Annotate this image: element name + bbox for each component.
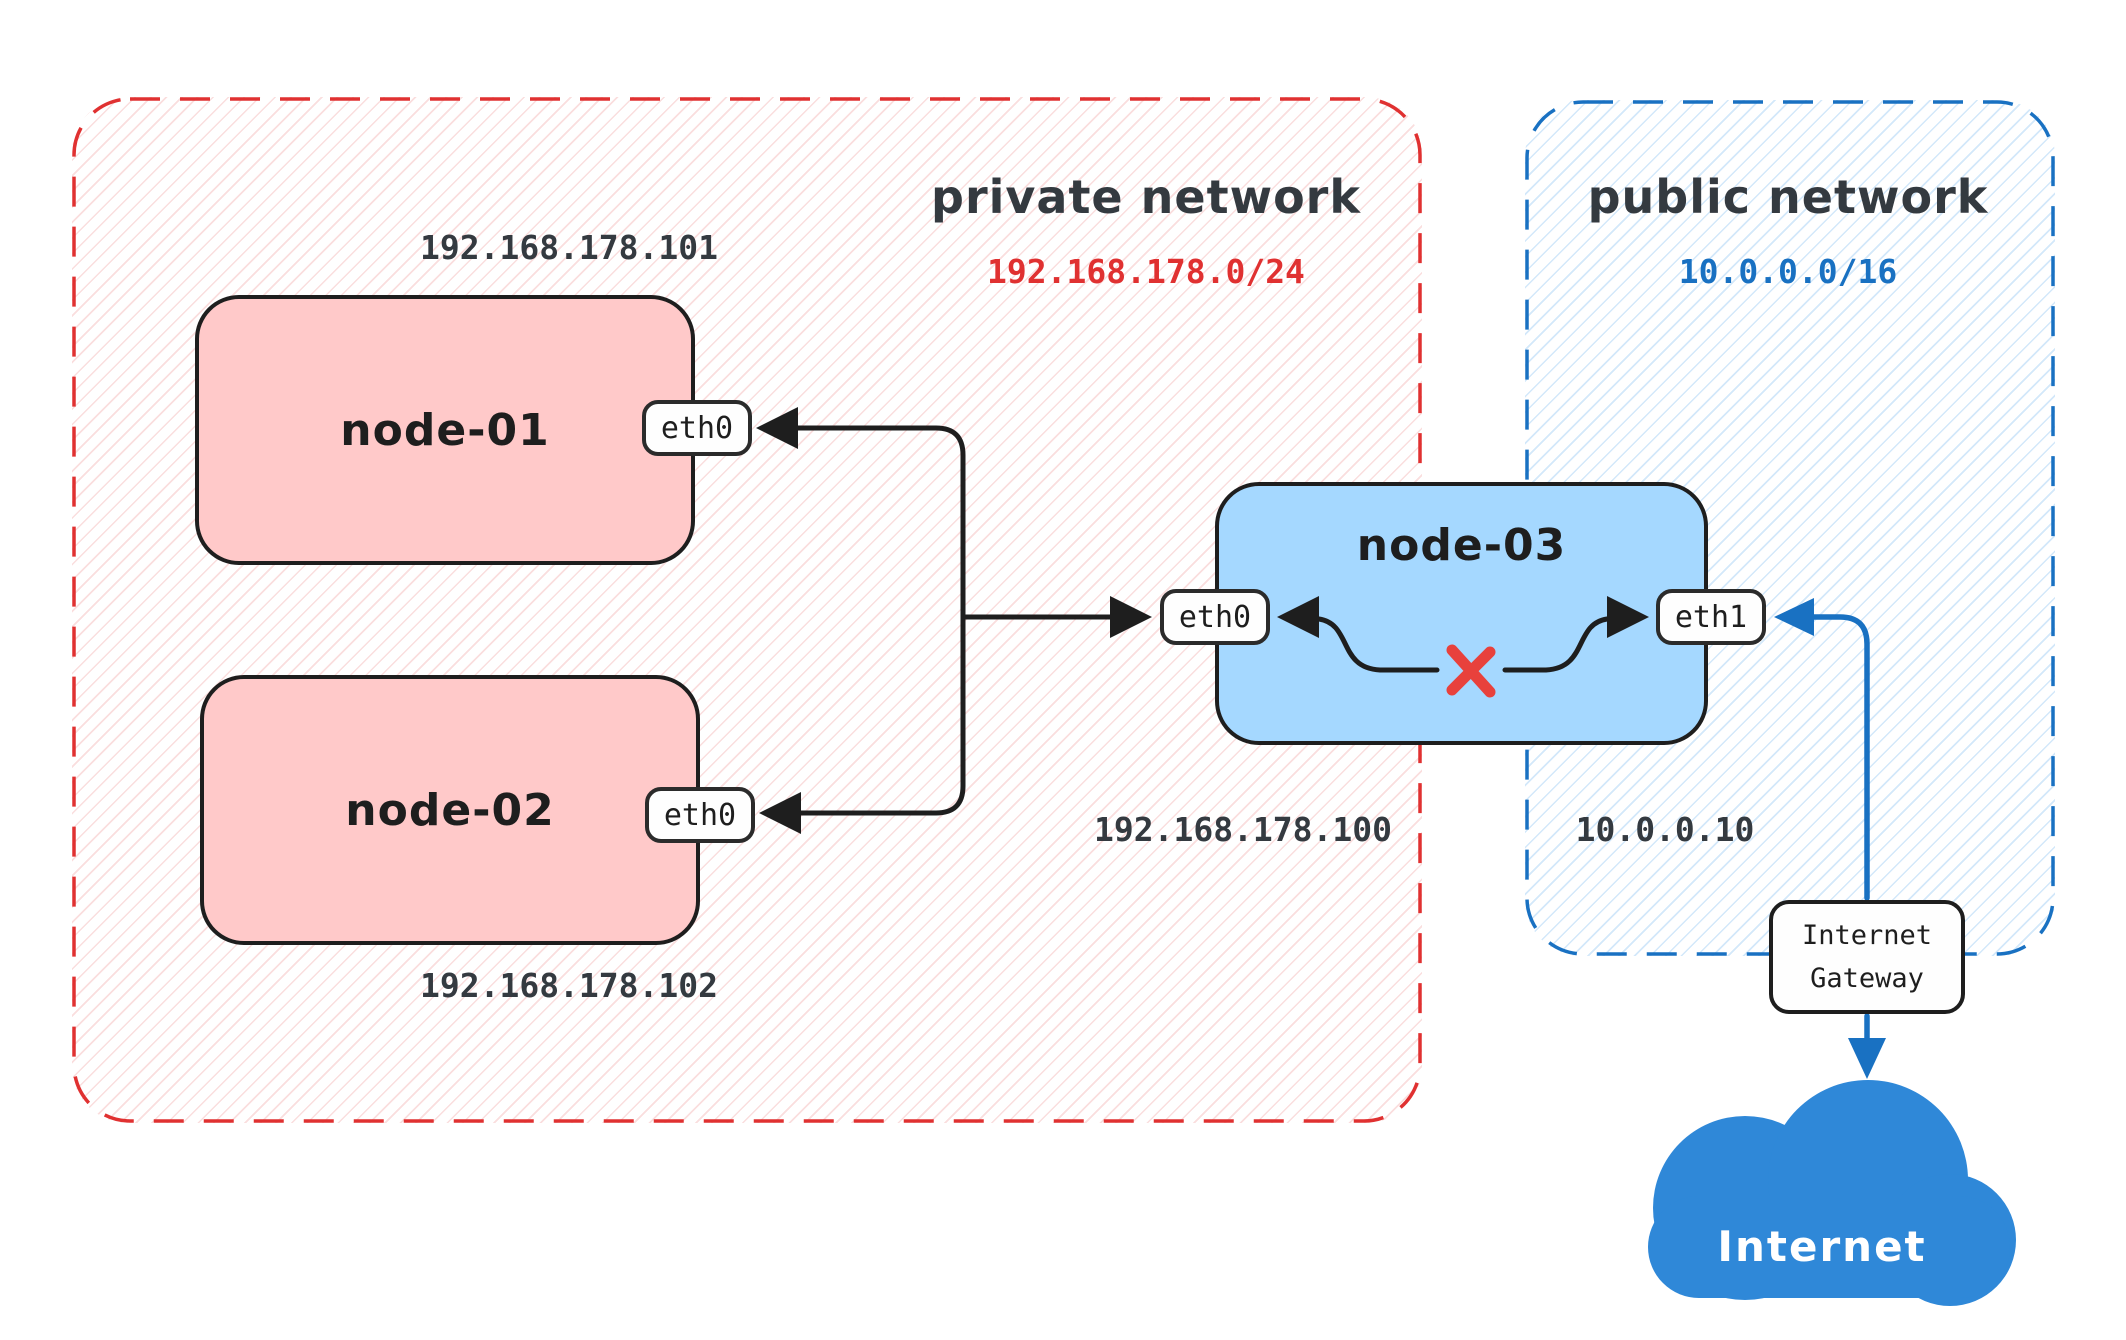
public-network-title: public network xyxy=(1587,170,1989,224)
node-02-label: node-02 xyxy=(345,784,555,836)
internet-gateway-label-line2: Gateway xyxy=(1810,963,1924,994)
internet-gateway-label-line1: Internet xyxy=(1801,920,1933,951)
port-node03-eth1[interactable]: eth1 xyxy=(1656,589,1766,645)
node-01-box[interactable]: node-01 xyxy=(195,295,695,565)
node-01-ip-label: 192.168.178.101 xyxy=(419,228,718,267)
internet-gateway-box[interactable]: Internet Gateway xyxy=(1769,900,1965,1014)
port-node03-eth0[interactable]: eth0 xyxy=(1160,589,1270,645)
node-02-box[interactable]: node-02 xyxy=(200,675,700,945)
port-node02-eth0[interactable]: eth0 xyxy=(645,787,755,843)
port-node01-eth0[interactable]: eth0 xyxy=(642,400,752,456)
private-network-cidr: 192.168.178.0/24 xyxy=(987,252,1305,291)
node-03-label: node-03 xyxy=(1356,520,1567,571)
node-02-ip-label: 192.168.178.102 xyxy=(419,966,718,1005)
node-03-public-ip-label: 10.0.0.10 xyxy=(1575,810,1755,849)
node-03-box[interactable]: node-03 xyxy=(1215,482,1708,745)
internet-cloud-label: Internet xyxy=(1717,1222,1927,1271)
node-01-label: node-01 xyxy=(340,404,550,456)
port-node03-eth1-label: eth1 xyxy=(1674,599,1748,635)
port-node01-eth0-label: eth0 xyxy=(660,410,734,446)
arrowhead-down-icon xyxy=(1848,1038,1886,1079)
public-network-cidr: 10.0.0.0/16 xyxy=(1678,252,1898,291)
private-network-title: private network xyxy=(931,170,1361,224)
port-node02-eth0-label: eth0 xyxy=(663,797,737,833)
port-node03-eth0-label: eth0 xyxy=(1178,599,1252,635)
internet-cloud-icon[interactable] xyxy=(1648,1080,2016,1306)
